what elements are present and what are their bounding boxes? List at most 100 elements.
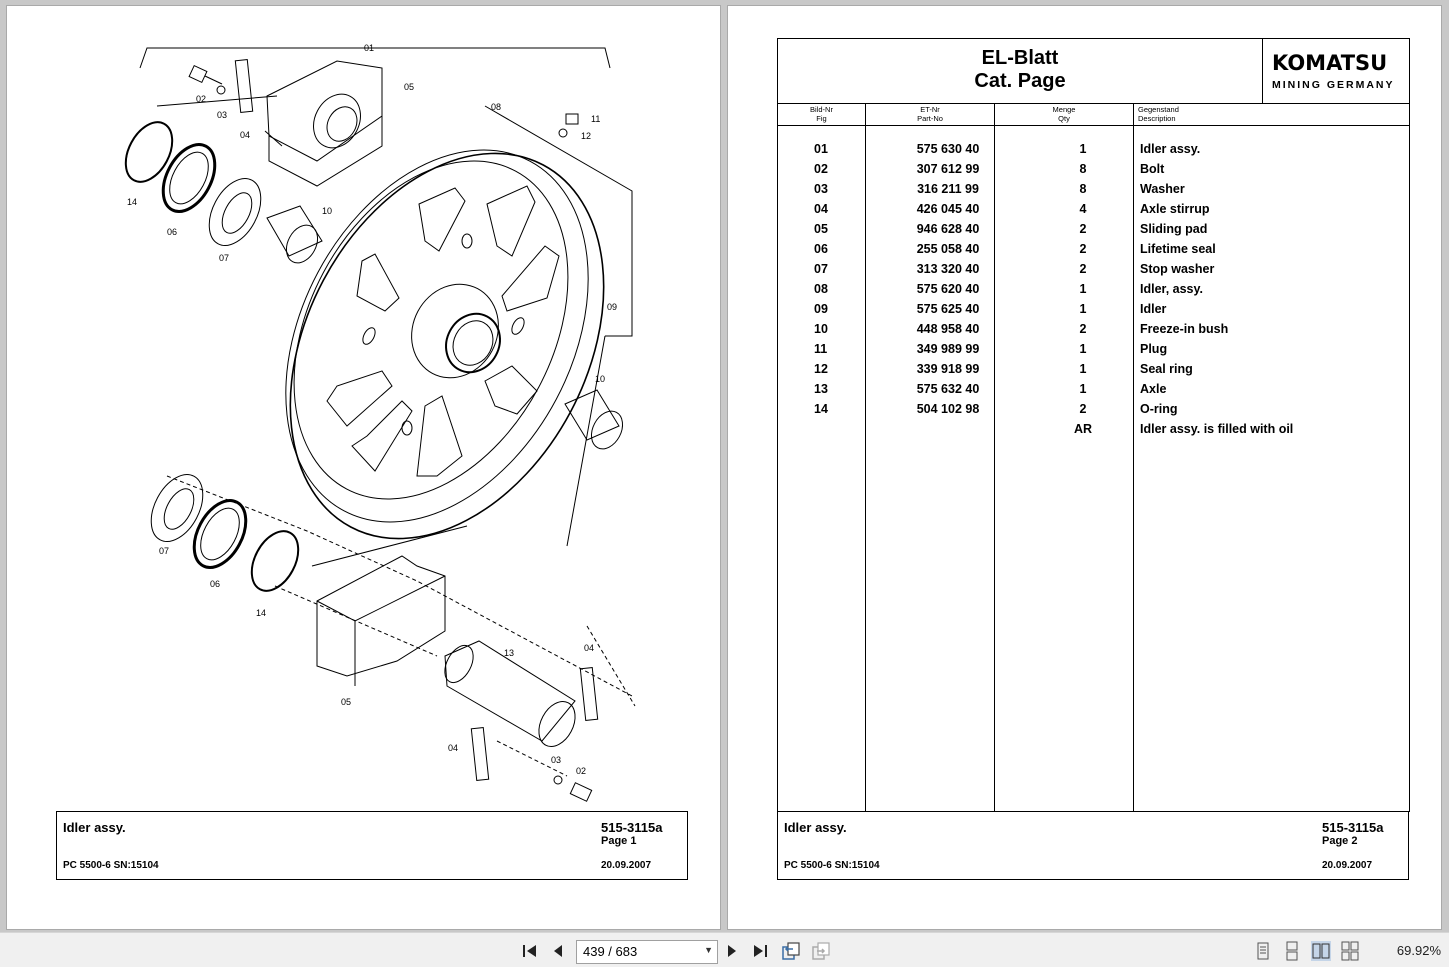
row-description: Axle stirrup [1140,202,1210,216]
two-page-continuous-icon[interactable] [1340,941,1360,961]
parts-list-table: EL-Blatt Cat. Page KOMATSU MINING GERMAN… [777,38,1410,812]
parts-list-header: EL-Blatt Cat. Page KOMATSU MINING GERMAN… [778,39,1409,104]
row-qty: 1 [1079,282,1087,296]
row-fig: 12 [814,362,828,376]
row-description: Idler assy. [1140,142,1201,156]
row-qty: 2 [1079,262,1087,276]
continuous-page-icon[interactable] [1282,941,1302,961]
row-part-no: 307 612 99 [916,162,980,176]
row-part-no: 575 620 40 [916,282,980,296]
zoom-level[interactable]: 69.92% [1396,943,1441,958]
row-qty: 8 [1079,182,1087,196]
callout-10: 10 [322,206,332,216]
footer-page: Page 1 [601,835,637,847]
row-fig: 02 [814,162,828,176]
col-desc-de: Gegenstand [1138,105,1179,114]
row-qty: 4 [1079,202,1087,216]
komatsu-logo: KOMATSU MINING GERMANY [1262,39,1410,103]
footer-page: Page 2 [1322,835,1358,847]
row-qty: 1 [1079,142,1087,156]
callout-04: 04 [240,130,250,140]
callout-11: 11 [591,114,600,124]
row-fig: 06 [814,242,828,256]
previous-page-icon[interactable] [548,941,568,961]
row-fig: 09 [814,302,828,316]
page-2: EL-Blatt Cat. Page KOMATSU MINING GERMAN… [728,6,1441,929]
document-viewer[interactable]: 01 02 03 04 05 08 11 12 14 06 07 10 09 1… [0,0,1449,932]
row-fig: 14 [814,402,828,416]
col-qty-de: Menge [1052,105,1076,114]
first-page-icon[interactable] [520,941,540,961]
row-qty: 8 [1079,162,1087,176]
col-qty-en: Qty [1058,114,1070,123]
row-description: Idler assy. is filled with oil [1140,422,1294,436]
callout-02: 02 [196,94,206,104]
row-part-no: 504 102 98 [916,402,980,416]
row-fig: 03 [814,182,828,196]
footer-model: PC 5500-6 SN:15104 [784,860,880,871]
footer-ref: 515-3115a [601,820,663,835]
row-part-no: 313 320 40 [916,262,980,276]
row-part-no: 316 211 99 [917,182,979,196]
next-page-icon[interactable] [722,941,742,961]
last-page-icon[interactable] [750,941,770,961]
footer-date: 20.09.2007 [601,860,652,871]
footer-ref: 515-3115a [1322,820,1384,835]
callout-06: 06 [167,227,177,237]
row-description: Idler, assy. [1140,282,1204,296]
callout-07: 07 [219,253,229,263]
col-part-en: Part-No [917,114,943,123]
header-divider [778,125,1409,126]
row-qty: 2 [1079,242,1087,256]
callout-05b: 05 [341,697,351,707]
row-description: Freeze-in bush [1140,322,1229,336]
page-1: 01 02 03 04 05 08 11 12 14 06 07 10 09 1… [7,6,720,929]
page-number-input[interactable]: 439 / 683 ▼ [576,940,718,964]
table-row: 01 575 630 40 1 Idler assy. [778,142,1409,162]
exploded-drawing: 01 02 03 04 05 08 11 12 14 06 07 10 09 1… [124,43,636,802]
row-qty: 2 [1079,322,1087,336]
col-header-fig: Bild-Nr Fig [778,105,865,123]
table-row: 12 339 918 99 1 Seal ring [778,362,1409,382]
chevron-down-icon[interactable]: ▼ [704,945,713,955]
two-page-icon[interactable] [1311,941,1331,961]
title-block-right: Idler assy. 515-3115a Page 2 PC 5500-6 S… [777,811,1409,880]
header-title: EL-Blatt Cat. Page [778,47,1262,93]
row-description: Washer [1140,182,1185,196]
row-fig: 01 [814,142,828,156]
row-part-no: 946 628 40 [916,222,980,236]
callout-05: 05 [404,82,414,92]
row-description: Stop washer [1140,262,1215,276]
row-part-no: 575 630 40 [916,142,980,156]
single-page-icon[interactable] [1253,941,1273,961]
go-back-icon[interactable] [781,941,801,961]
callout-14: 14 [127,197,137,207]
logo-sub-text: MINING GERMANY [1272,79,1395,91]
col-header-part: ET-Nr Part-No [866,105,994,123]
table-row: AR Idler assy. is filled with oil [778,422,1409,442]
row-part-no: 255 058 40 [916,242,980,256]
logo-main-text: KOMATSU [1272,51,1388,75]
row-description: Seal ring [1140,362,1193,376]
go-forward-icon[interactable] [811,941,831,961]
col-desc-en: Description [1138,114,1176,123]
col-fig-en: Fig [816,114,827,123]
row-description: Sliding pad [1140,222,1208,236]
viewer-toolbar: 439 / 683 ▼ 69.92% [0,932,1449,967]
row-part-no: 575 625 40 [916,302,980,316]
callout-04b: 04 [584,643,594,653]
row-fig: 04 [814,202,828,216]
row-part-no: 339 918 99 [916,362,980,376]
col-header-desc: Gegenstand Description [1138,105,1338,123]
row-qty: 1 [1079,362,1087,376]
row-qty: AR [1073,422,1093,436]
callout-08: 08 [491,102,501,112]
callout-06b: 06 [210,579,220,589]
row-description: Bolt [1140,162,1165,176]
row-description: Plug [1140,342,1168,356]
